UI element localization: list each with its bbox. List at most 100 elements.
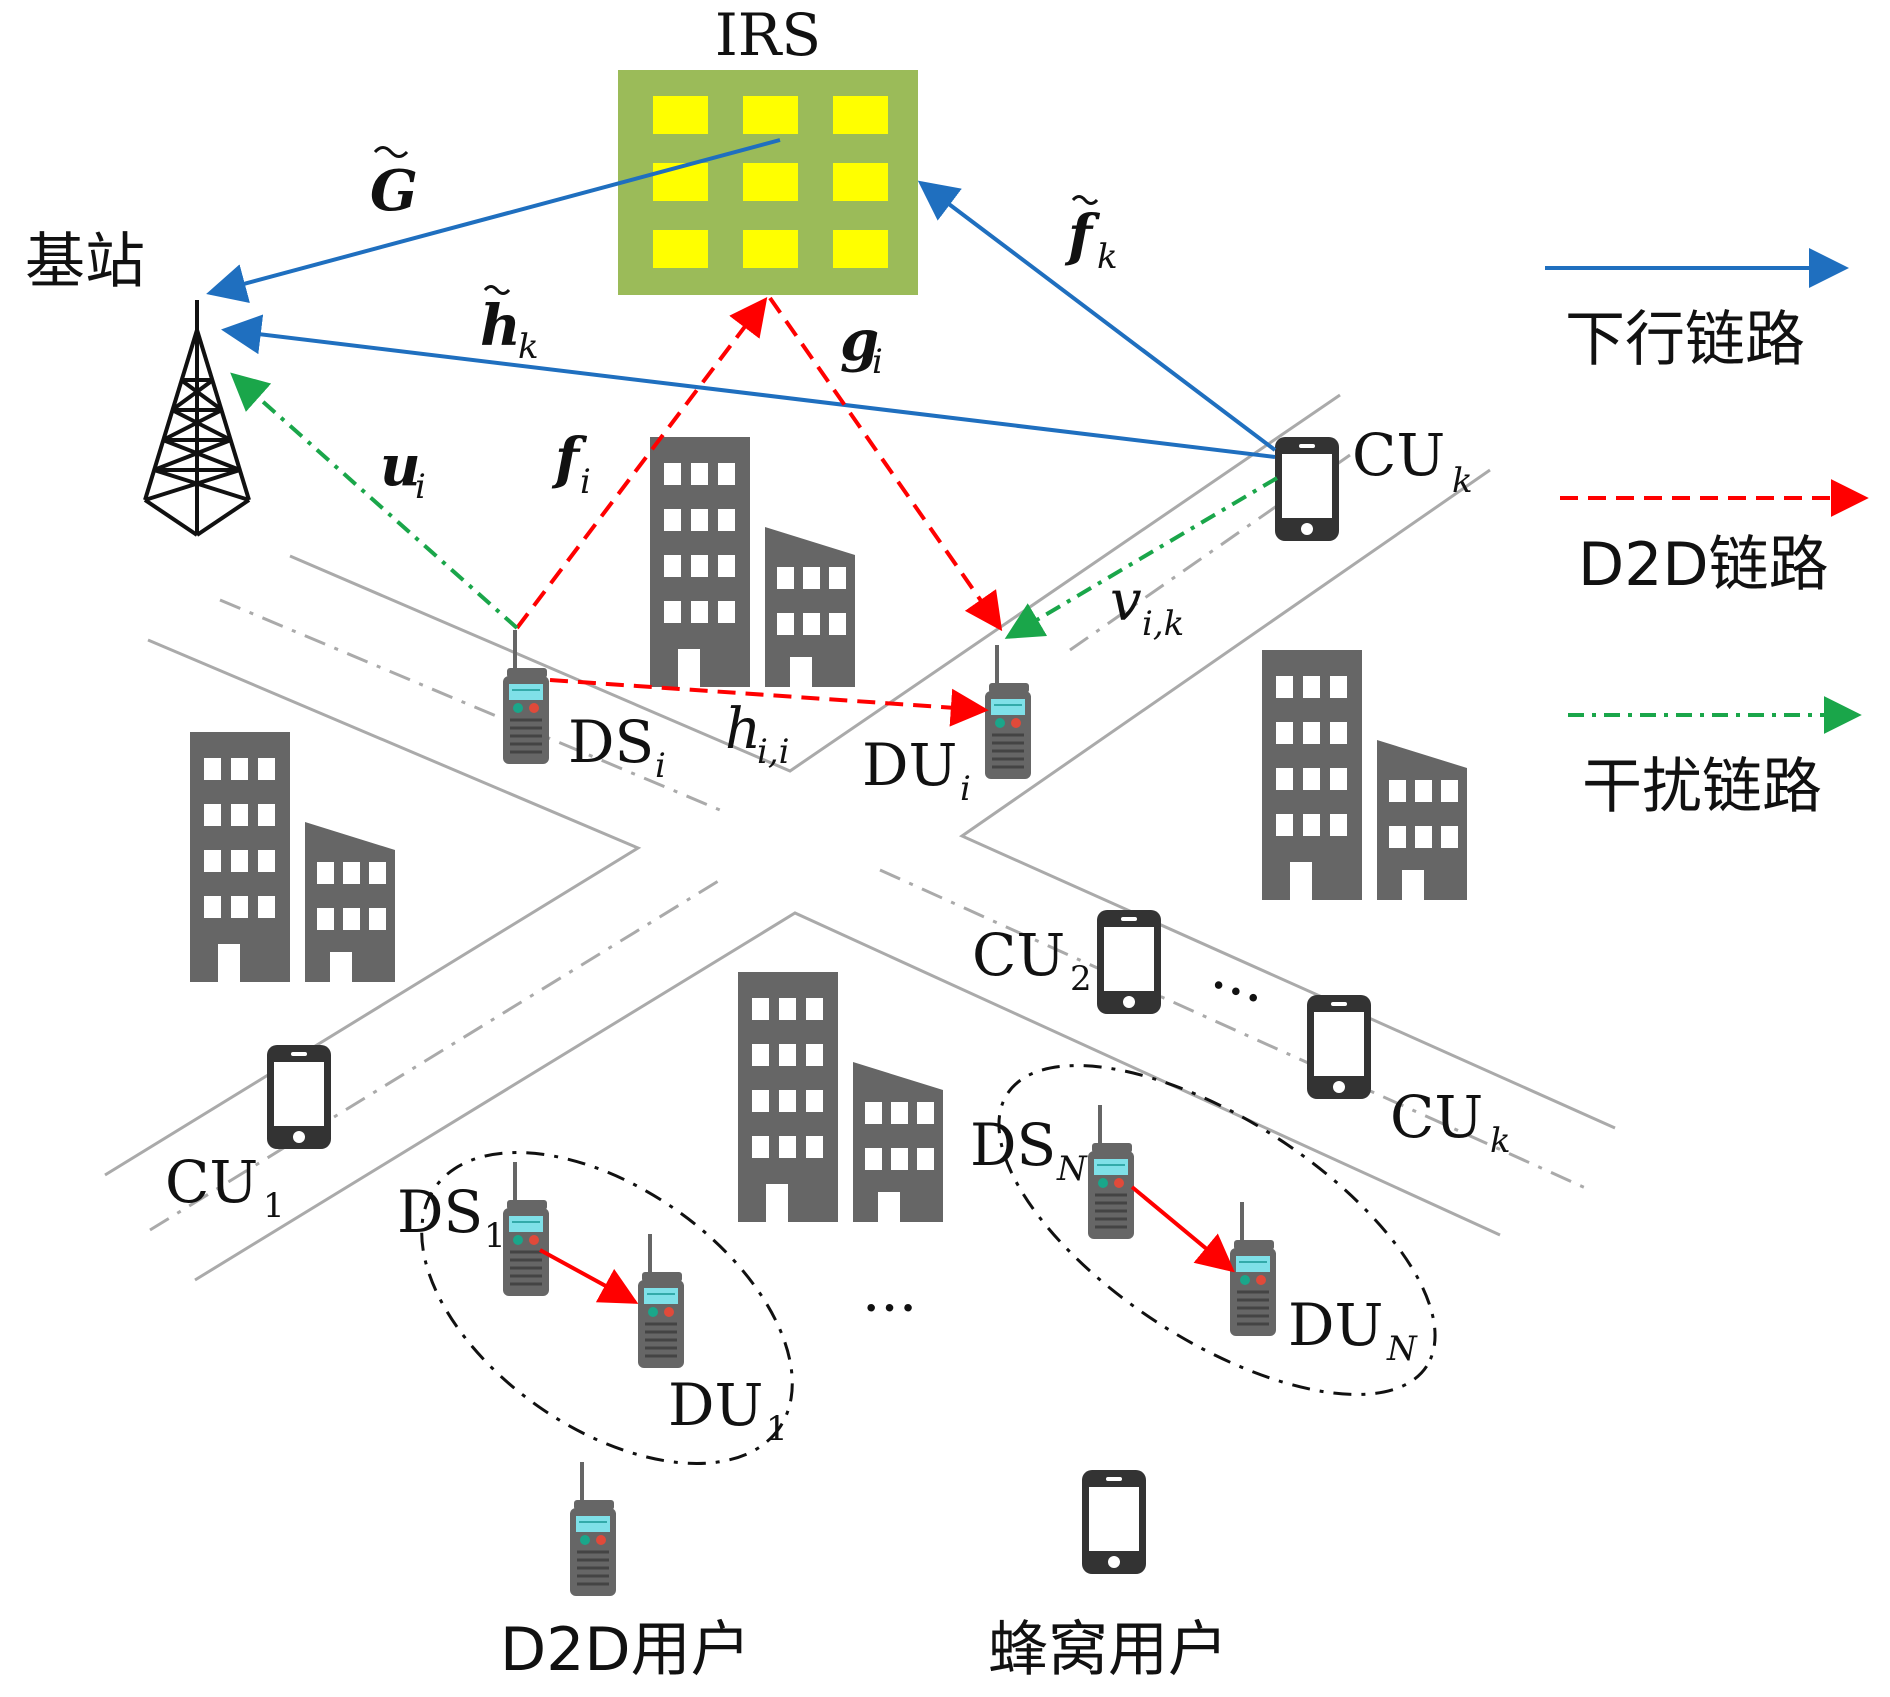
link-ds-n-to-du-n xyxy=(1130,1185,1235,1273)
device-label-ds-n: DS N xyxy=(970,1111,1088,1189)
svg-text:1: 1 xyxy=(766,1409,788,1449)
ellipsis-cellular-users: ··· xyxy=(1198,950,1273,1033)
svg-text:G: G xyxy=(370,158,418,224)
device-label-cu-2: CU 2 xyxy=(972,921,1092,999)
link-ds-1-to-du-1 xyxy=(539,1248,639,1304)
svg-text:i: i xyxy=(872,342,883,382)
device-label-cu-k-right: CU k xyxy=(1390,1083,1511,1161)
phone-icon-legend xyxy=(1082,1470,1146,1574)
phone-icon-cu-2 xyxy=(1097,910,1161,1014)
d2d-pair-1-group xyxy=(420,1151,794,1465)
svg-text:CU: CU xyxy=(165,1148,258,1216)
road-edge-right xyxy=(958,468,1616,1130)
link-cu-k-to-irs xyxy=(917,180,1277,452)
centerline-lower-right xyxy=(879,868,1591,1192)
svg-text:f: f xyxy=(1064,203,1101,269)
channel-label-f-i: f i xyxy=(551,426,591,502)
svg-text:k: k xyxy=(1452,461,1473,501)
radio-icon-ds-n xyxy=(1086,1103,1136,1241)
ellipsis-d2d-pairs: ··· xyxy=(862,1274,917,1342)
channel-label-u-i: u i xyxy=(380,433,426,507)
phone-icon-cu-1 xyxy=(267,1045,331,1149)
svg-text:i: i xyxy=(655,746,666,786)
device-label-cu-1: CU 1 xyxy=(165,1148,285,1226)
radio-icon-du-n xyxy=(1228,1200,1278,1338)
svg-text:DU: DU xyxy=(1288,1291,1383,1359)
irs-label: IRS xyxy=(715,1,821,69)
svg-text:g: g xyxy=(840,308,879,374)
svg-text:k: k xyxy=(1490,1121,1511,1161)
device-label-ds-1: DS 1 xyxy=(397,1178,506,1256)
device-label-du-n: DU N xyxy=(1288,1291,1418,1369)
link-cu-k-to-du-i-interference xyxy=(1004,476,1279,639)
channel-label-v-ik: v i,k xyxy=(1110,569,1184,644)
svg-text:N: N xyxy=(1056,1149,1088,1189)
link-ds-i-to-du-i xyxy=(549,678,989,727)
svg-text:k: k xyxy=(1097,237,1118,277)
svg-text:DU: DU xyxy=(862,731,957,799)
irs-panel xyxy=(618,70,918,295)
svg-text:CU: CU xyxy=(972,921,1065,989)
channel-label-g-i: g i xyxy=(840,308,883,382)
svg-text:i,k: i,k xyxy=(1142,604,1184,644)
svg-text:k: k xyxy=(518,327,539,367)
svg-text:i: i xyxy=(415,467,426,507)
svg-text:2: 2 xyxy=(1070,959,1092,999)
svg-text:v: v xyxy=(1110,569,1142,634)
legend-downlink-label: 下行链路 xyxy=(1565,305,1805,375)
building-center-top xyxy=(650,437,855,687)
svg-text:h: h xyxy=(725,697,761,762)
link-ds-i-to-bs-interference xyxy=(230,372,519,630)
svg-text:i,i: i,i xyxy=(757,732,790,772)
svg-text:DS: DS xyxy=(568,708,654,776)
channel-label-G: G xyxy=(370,146,418,224)
road-edge-upper xyxy=(289,393,1341,773)
svg-text:CU: CU xyxy=(1352,421,1445,489)
building-left xyxy=(190,732,395,982)
radio-icon-du-1 xyxy=(636,1232,686,1370)
svg-text:DU: DU xyxy=(668,1371,763,1439)
svg-text:CU: CU xyxy=(1390,1083,1483,1151)
base-station-label: 基站 xyxy=(25,227,145,297)
channel-label-h-ii: h i,i xyxy=(725,697,790,772)
svg-text:u: u xyxy=(380,433,421,499)
device-label-cu-k-top: CU k xyxy=(1352,421,1473,501)
svg-text:1: 1 xyxy=(263,1186,285,1226)
road-edge-lower xyxy=(194,911,1501,1282)
base-station-tower-icon xyxy=(143,300,251,537)
legend-interference-label: 干扰链路 xyxy=(1582,752,1822,822)
legend: 下行链路 D2D链路 干扰链路 xyxy=(1545,248,1869,822)
legend-d2d-user-label: D2D用户 xyxy=(500,1615,751,1685)
phone-icon-cu-k-top xyxy=(1275,437,1339,541)
link-irs-to-du-i xyxy=(768,296,1003,632)
radio-icon-legend xyxy=(568,1460,618,1598)
link-cu-k-to-bs xyxy=(221,314,1276,459)
d2d-pair-n-group xyxy=(997,1064,1437,1396)
centerline-upper-left xyxy=(219,598,721,812)
radio-icon-du-i xyxy=(983,643,1033,781)
centerline-lower-left xyxy=(149,878,721,1232)
building-center-bottom xyxy=(738,972,943,1222)
device-label-du-i: DU i xyxy=(862,731,971,809)
device-label-du-1: DU 1 xyxy=(668,1371,788,1449)
svg-text:i: i xyxy=(580,462,591,502)
svg-text:1: 1 xyxy=(484,1216,506,1256)
link-irs-to-bs xyxy=(206,138,781,303)
link-ds-i-to-irs xyxy=(515,296,768,630)
svg-text:DS: DS xyxy=(970,1111,1056,1179)
svg-text:N: N xyxy=(1386,1329,1418,1369)
svg-text:h: h xyxy=(480,293,521,359)
legend-d2d-label: D2D链路 xyxy=(1578,530,1829,600)
phone-icon-cu-k-right xyxy=(1307,995,1371,1099)
device-label-ds-i: DS i xyxy=(568,708,666,786)
building-right xyxy=(1262,650,1467,900)
legend-cellular-user-label: 蜂窝用户 xyxy=(988,1615,1228,1685)
svg-text:i: i xyxy=(960,769,971,809)
irs-elements xyxy=(653,96,888,268)
svg-text:DS: DS xyxy=(397,1178,483,1246)
channel-label-f-k: f k xyxy=(1064,195,1118,277)
radio-icon-ds-1 xyxy=(501,1160,551,1298)
channel-label-h-k: h k xyxy=(480,285,539,367)
